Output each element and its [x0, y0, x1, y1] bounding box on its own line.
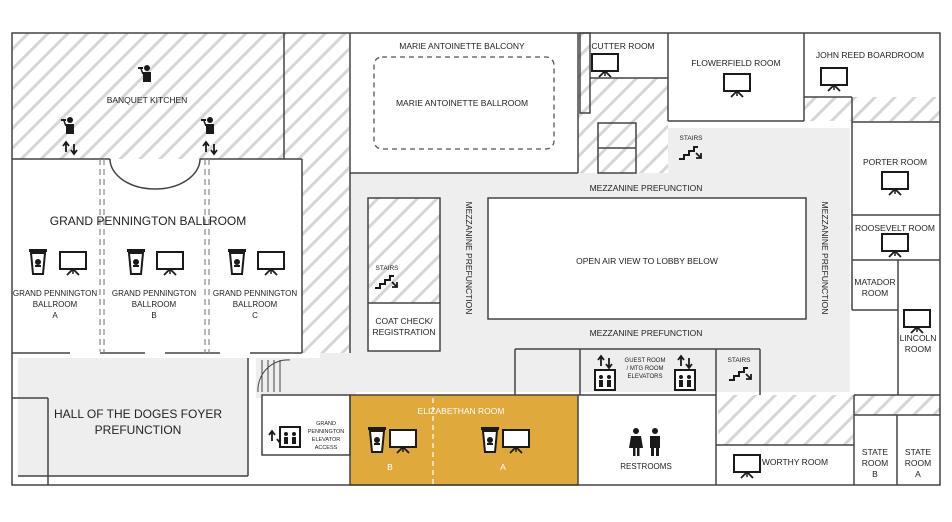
ballroom-dividers	[99, 159, 210, 353]
cutter-room-label: CUTTER ROOM	[591, 41, 654, 51]
mezz-bottom-label: MEZZANINE PREFUNCTION	[590, 328, 703, 338]
podium-icon	[126, 248, 146, 275]
gp-elev-line1: GRAND	[316, 421, 336, 427]
marie-antoinette-ballroom-outline	[373, 56, 555, 150]
marie-ballroom-label: MARIE ANTOINETTE BALLROOM	[396, 98, 528, 108]
lincoln-line1: LINCOLN	[900, 333, 937, 343]
state-b-line1: STATE	[862, 447, 888, 457]
restrooms-label: RESTROOMS	[620, 462, 672, 471]
roosevelt-room-label: ROOSEVELT ROOM	[855, 223, 935, 233]
elevator-icon	[594, 369, 616, 391]
podium-icon	[367, 426, 387, 453]
gp-a-line1: GRAND PENNINGTON	[13, 289, 98, 298]
guest-elev-line2: / MTG ROOM	[627, 366, 664, 372]
walls	[11, 32, 941, 486]
gp-a-line3: A	[52, 311, 58, 320]
worthy-room-label: WORTHY ROOM	[762, 457, 828, 467]
gp-c-line2: BALLROOM	[233, 300, 278, 309]
state-a-line3: A	[915, 469, 921, 479]
coat-check-line2: REGISTRATION	[372, 327, 435, 337]
banquet-kitchen-label: BANQUET KITCHEN	[107, 95, 188, 105]
lincoln-line2: ROOM	[905, 344, 931, 354]
gp-c-line1: GRAND PENNINGTON	[213, 289, 298, 298]
open-air-label: OPEN AIR VIEW TO LOBBY BELOW	[576, 256, 718, 266]
gp-elev-line2: PENNINGTON	[308, 429, 345, 435]
state-b-line2: ROOM	[862, 458, 888, 468]
gp-elev-line3: ELEVATOR	[312, 437, 340, 443]
podium-icon	[227, 248, 247, 275]
stairs-label-1: STAIRS	[680, 135, 704, 142]
rooms-fill	[12, 33, 940, 485]
elizabethan-room-label: ELIZABETHAN ROOM	[418, 406, 505, 416]
podium-icon	[28, 248, 48, 275]
matador-line1: MATADOR	[854, 277, 895, 287]
gp-elevator-stairs	[257, 359, 291, 393]
elizabethan-a-label: A	[500, 462, 506, 472]
state-b-line3: B	[872, 469, 878, 479]
gp-b-line1: GRAND PENNINGTON	[112, 289, 197, 298]
gp-b-line3: B	[151, 311, 156, 320]
gp-a-line2: BALLROOM	[33, 300, 78, 309]
coat-check-line1: COAT CHECK/	[375, 316, 433, 326]
elizabethan-b-label: B	[387, 462, 393, 472]
podium-icon	[480, 426, 500, 453]
elevator-icon	[279, 426, 301, 448]
doges-foyer-line1: HALL OF THE DOGES FOYER	[54, 407, 222, 421]
room-labels: BANQUET KITCHEN GRAND PENNINGTON BALLROO…	[13, 41, 937, 479]
restroom-icon	[629, 428, 660, 456]
elizabethan-room-highlight[interactable]	[349, 394, 579, 486]
marie-balcony-label: MARIE ANTOINETTE BALCONY	[399, 41, 525, 51]
state-a-line1: STATE	[905, 447, 931, 457]
flowerfield-room-label: FLOWERFIELD ROOM	[691, 58, 780, 68]
gp-elev-line4: ACCESS	[315, 445, 338, 451]
guest-elev-line3: ELEVATORS	[627, 374, 662, 380]
state-a-line2: ROOM	[905, 458, 931, 468]
grand-pennington-label: GRAND PENNINGTON BALLROOM	[50, 214, 246, 228]
icons	[28, 53, 931, 479]
elevator-icon	[674, 369, 696, 391]
gp-b-line2: BALLROOM	[132, 300, 177, 309]
mezz-left-label: MEZZANINE PREFUNCTION	[464, 202, 474, 315]
doges-foyer-line2: PREFUNCTION	[95, 423, 182, 437]
gp-c-line3: C	[252, 311, 258, 320]
stairs-label-3: STAIRS	[728, 357, 752, 364]
guest-elev-line1: GUEST ROOM	[625, 358, 666, 364]
porter-room-label: PORTER ROOM	[863, 157, 927, 167]
mezz-top-label: MEZZANINE PREFUNCTION	[590, 183, 703, 193]
stairs-label-2: STAIRS	[376, 265, 400, 272]
mezz-right-label: MEZZANINE PREFUNCTION	[820, 202, 830, 315]
matador-line2: ROOM	[862, 288, 888, 298]
john-reed-label: JOHN REED BOARDROOM	[816, 50, 924, 60]
